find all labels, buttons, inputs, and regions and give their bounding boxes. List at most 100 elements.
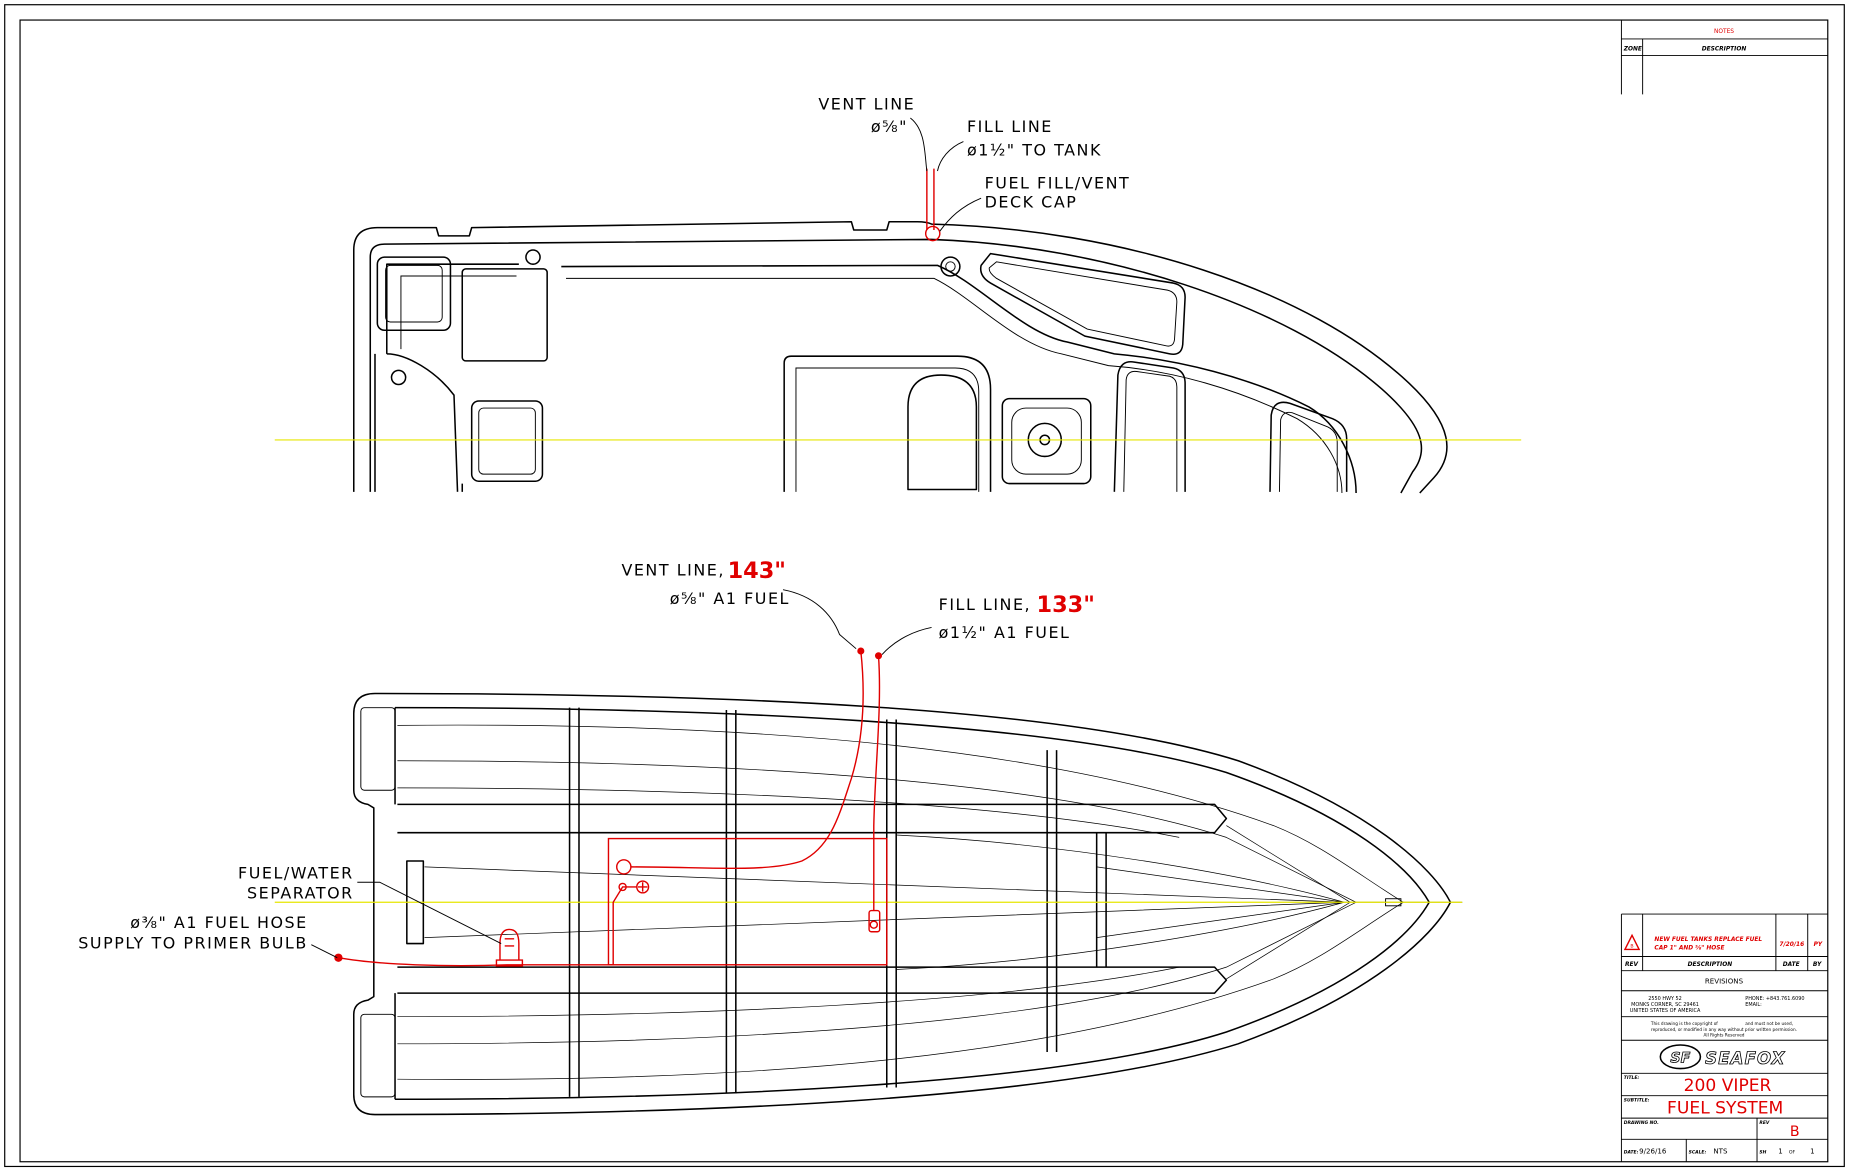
- aft-hatch-1: [376, 256, 452, 332]
- forward-locker-panel-inner: [988, 261, 1178, 347]
- sender-cross: [637, 882, 648, 892]
- separator-icon: [495, 928, 524, 967]
- drain-box: [1001, 397, 1092, 485]
- bow-cleat-inner: [945, 261, 956, 272]
- bottom-fill-line-spec: ø1½" A1 FUEL: [939, 623, 1071, 642]
- deck-cap-leader: [939, 197, 982, 232]
- title-block-grid: [1620, 913, 1828, 1162]
- fill-leader-top: [937, 141, 964, 172]
- supply-hose: [338, 886, 637, 967]
- sheet-label: SH: [1759, 1149, 1766, 1155]
- hull-bottom-view: VENT LINE, 143" ø⅝" A1 FUEL FILL LINE, 1…: [78, 558, 1463, 1116]
- copyright-line-2: reproduced, or modified in any way witho…: [1651, 1027, 1797, 1032]
- notes-title: NOTES: [1714, 29, 1734, 35]
- drawing-date: 9/26/16: [1639, 1146, 1667, 1155]
- aft-hatch-2: [470, 400, 544, 482]
- logo-mark-icon: [1659, 1044, 1702, 1070]
- vent-leader-top: [910, 117, 928, 172]
- bottom-vent-line-label: VENT LINE,: [621, 561, 724, 580]
- address-line-3: UNITED STATES OF AMERICA: [1630, 1008, 1701, 1014]
- top-vent-line-label: VENT LINE: [818, 95, 915, 114]
- description-header: DESCRIPTION: [1688, 962, 1733, 968]
- deck-gunwale-line: [369, 238, 1423, 494]
- fill-fitting-icon: [868, 909, 881, 933]
- stringer-bottom: [397, 966, 1228, 994]
- livewell-panel: [461, 268, 548, 362]
- subtitle-label: SUBTITLE:: [1624, 1098, 1650, 1104]
- copyright-line-1: This drawing is the copyright of: [1650, 1021, 1718, 1026]
- deck-cap-label-2: DECK CAP: [985, 193, 1078, 212]
- outer-border: [4, 4, 1845, 1168]
- sheet-number: 1: [1778, 1146, 1782, 1155]
- revisions-label: REVISIONS: [1705, 977, 1744, 986]
- fuel-tank: [607, 837, 888, 966]
- rev-header: REV: [1625, 962, 1639, 968]
- sender-fitting-icon: [636, 880, 650, 894]
- deck-cap-icon: [924, 225, 941, 242]
- by-header: BY: [1813, 962, 1822, 968]
- bottom-fill-line-length: 133": [1037, 592, 1095, 618]
- bow-hatch: [1269, 401, 1348, 492]
- vent-fitting-icon: [616, 859, 632, 875]
- sheet-of: OF: [1789, 1149, 1796, 1155]
- deck-aft-side: [374, 353, 464, 492]
- notes-box: NOTES ZONE DESCRIPTION: [1620, 20, 1828, 95]
- copyright-line-3: All Rights Reserved: [1703, 1033, 1744, 1038]
- hull-chine-line: [395, 706, 1430, 1101]
- side-panel-inner: [1123, 370, 1178, 492]
- address-line-2: MONKS CORNER, SC 29461: [1631, 1002, 1699, 1008]
- vent-end-dot: [857, 647, 865, 655]
- bottom-vent-line-spec: ø⅝" A1 FUEL: [670, 589, 790, 608]
- bottom-fill-line-label: FILL LINE,: [939, 595, 1032, 614]
- deck-hull-outline: [352, 220, 1448, 494]
- address-line-1: 2550 HWY 52: [1648, 996, 1682, 1002]
- separator-label-1: FUEL/WATER: [238, 864, 354, 883]
- email-label: EMAIL:: [1745, 1002, 1762, 1008]
- top-fill-line-size: ø1½" TO TANK: [967, 141, 1102, 160]
- fill-hose: [873, 655, 881, 911]
- console-seat: [907, 374, 978, 491]
- title-label: TITLE:: [1624, 1075, 1640, 1081]
- drawing-subtitle: FUEL SYSTEM: [1667, 1098, 1783, 1118]
- top-vent-line-size: ø⅝": [871, 117, 908, 136]
- sheet-total: 1: [1810, 1146, 1814, 1155]
- aft-hatch-1-inner: [385, 264, 443, 323]
- revision-by: PY: [1814, 942, 1823, 948]
- hull-outline: [352, 692, 1452, 1116]
- supply-hose-label-1: ø⅜" A1 FUEL HOSE: [130, 913, 307, 932]
- vent-hose: [630, 650, 864, 870]
- bow-hatch-inner: [1278, 411, 1338, 492]
- logo-mark: SF: [1670, 1051, 1690, 1067]
- console-inner: [795, 367, 980, 492]
- title-block: B NEW FUEL TANKS REPLACE FUEL CAP 1" AND…: [1620, 913, 1828, 1162]
- rev-label: REV: [1759, 1120, 1769, 1126]
- side-panel: [1113, 361, 1186, 492]
- primer-bulb-end: [334, 953, 343, 962]
- deck-cap-label-1: FUEL FILL/VENT: [985, 174, 1131, 193]
- stringer-top: [397, 803, 1228, 834]
- transom-block-bottom: [360, 1013, 396, 1098]
- inner-border: [19, 19, 1829, 1163]
- transom-block-top: [360, 707, 396, 791]
- deck-vent-fill-hoses: [926, 168, 935, 230]
- separator-leader: [357, 881, 502, 944]
- revision-mark: B: [1630, 944, 1633, 950]
- drain-box-inner: [1011, 407, 1082, 475]
- bow-cleat-icon: [940, 256, 961, 277]
- scale-label: SCALE:: [1689, 1149, 1707, 1155]
- supply-hose-label-2: SUPPLY TO PRIMER BULB: [78, 933, 307, 952]
- drawing-title: 200 VIPER: [1684, 1076, 1772, 1096]
- drawing-rev: B: [1790, 1124, 1800, 1140]
- date-label: DATE:: [1624, 1149, 1639, 1155]
- side-cleat-icon: [390, 369, 407, 386]
- bottom-vent-line-length: 143": [728, 558, 786, 584]
- drawing-no-label: DRAWING NO.: [1624, 1120, 1659, 1126]
- phone: PHONE: +843.761.6090: [1745, 996, 1804, 1002]
- pickup-fitting-icon: [618, 882, 627, 892]
- revision-desc-2: CAP 1" AND ⅝" HOSE: [1654, 945, 1724, 951]
- drawing-scale: NTS: [1713, 1146, 1728, 1155]
- revision-triangle-icon: [1623, 933, 1641, 951]
- aft-hatch-2-inner: [478, 407, 536, 475]
- revision-date: 7/20/16: [1779, 942, 1804, 948]
